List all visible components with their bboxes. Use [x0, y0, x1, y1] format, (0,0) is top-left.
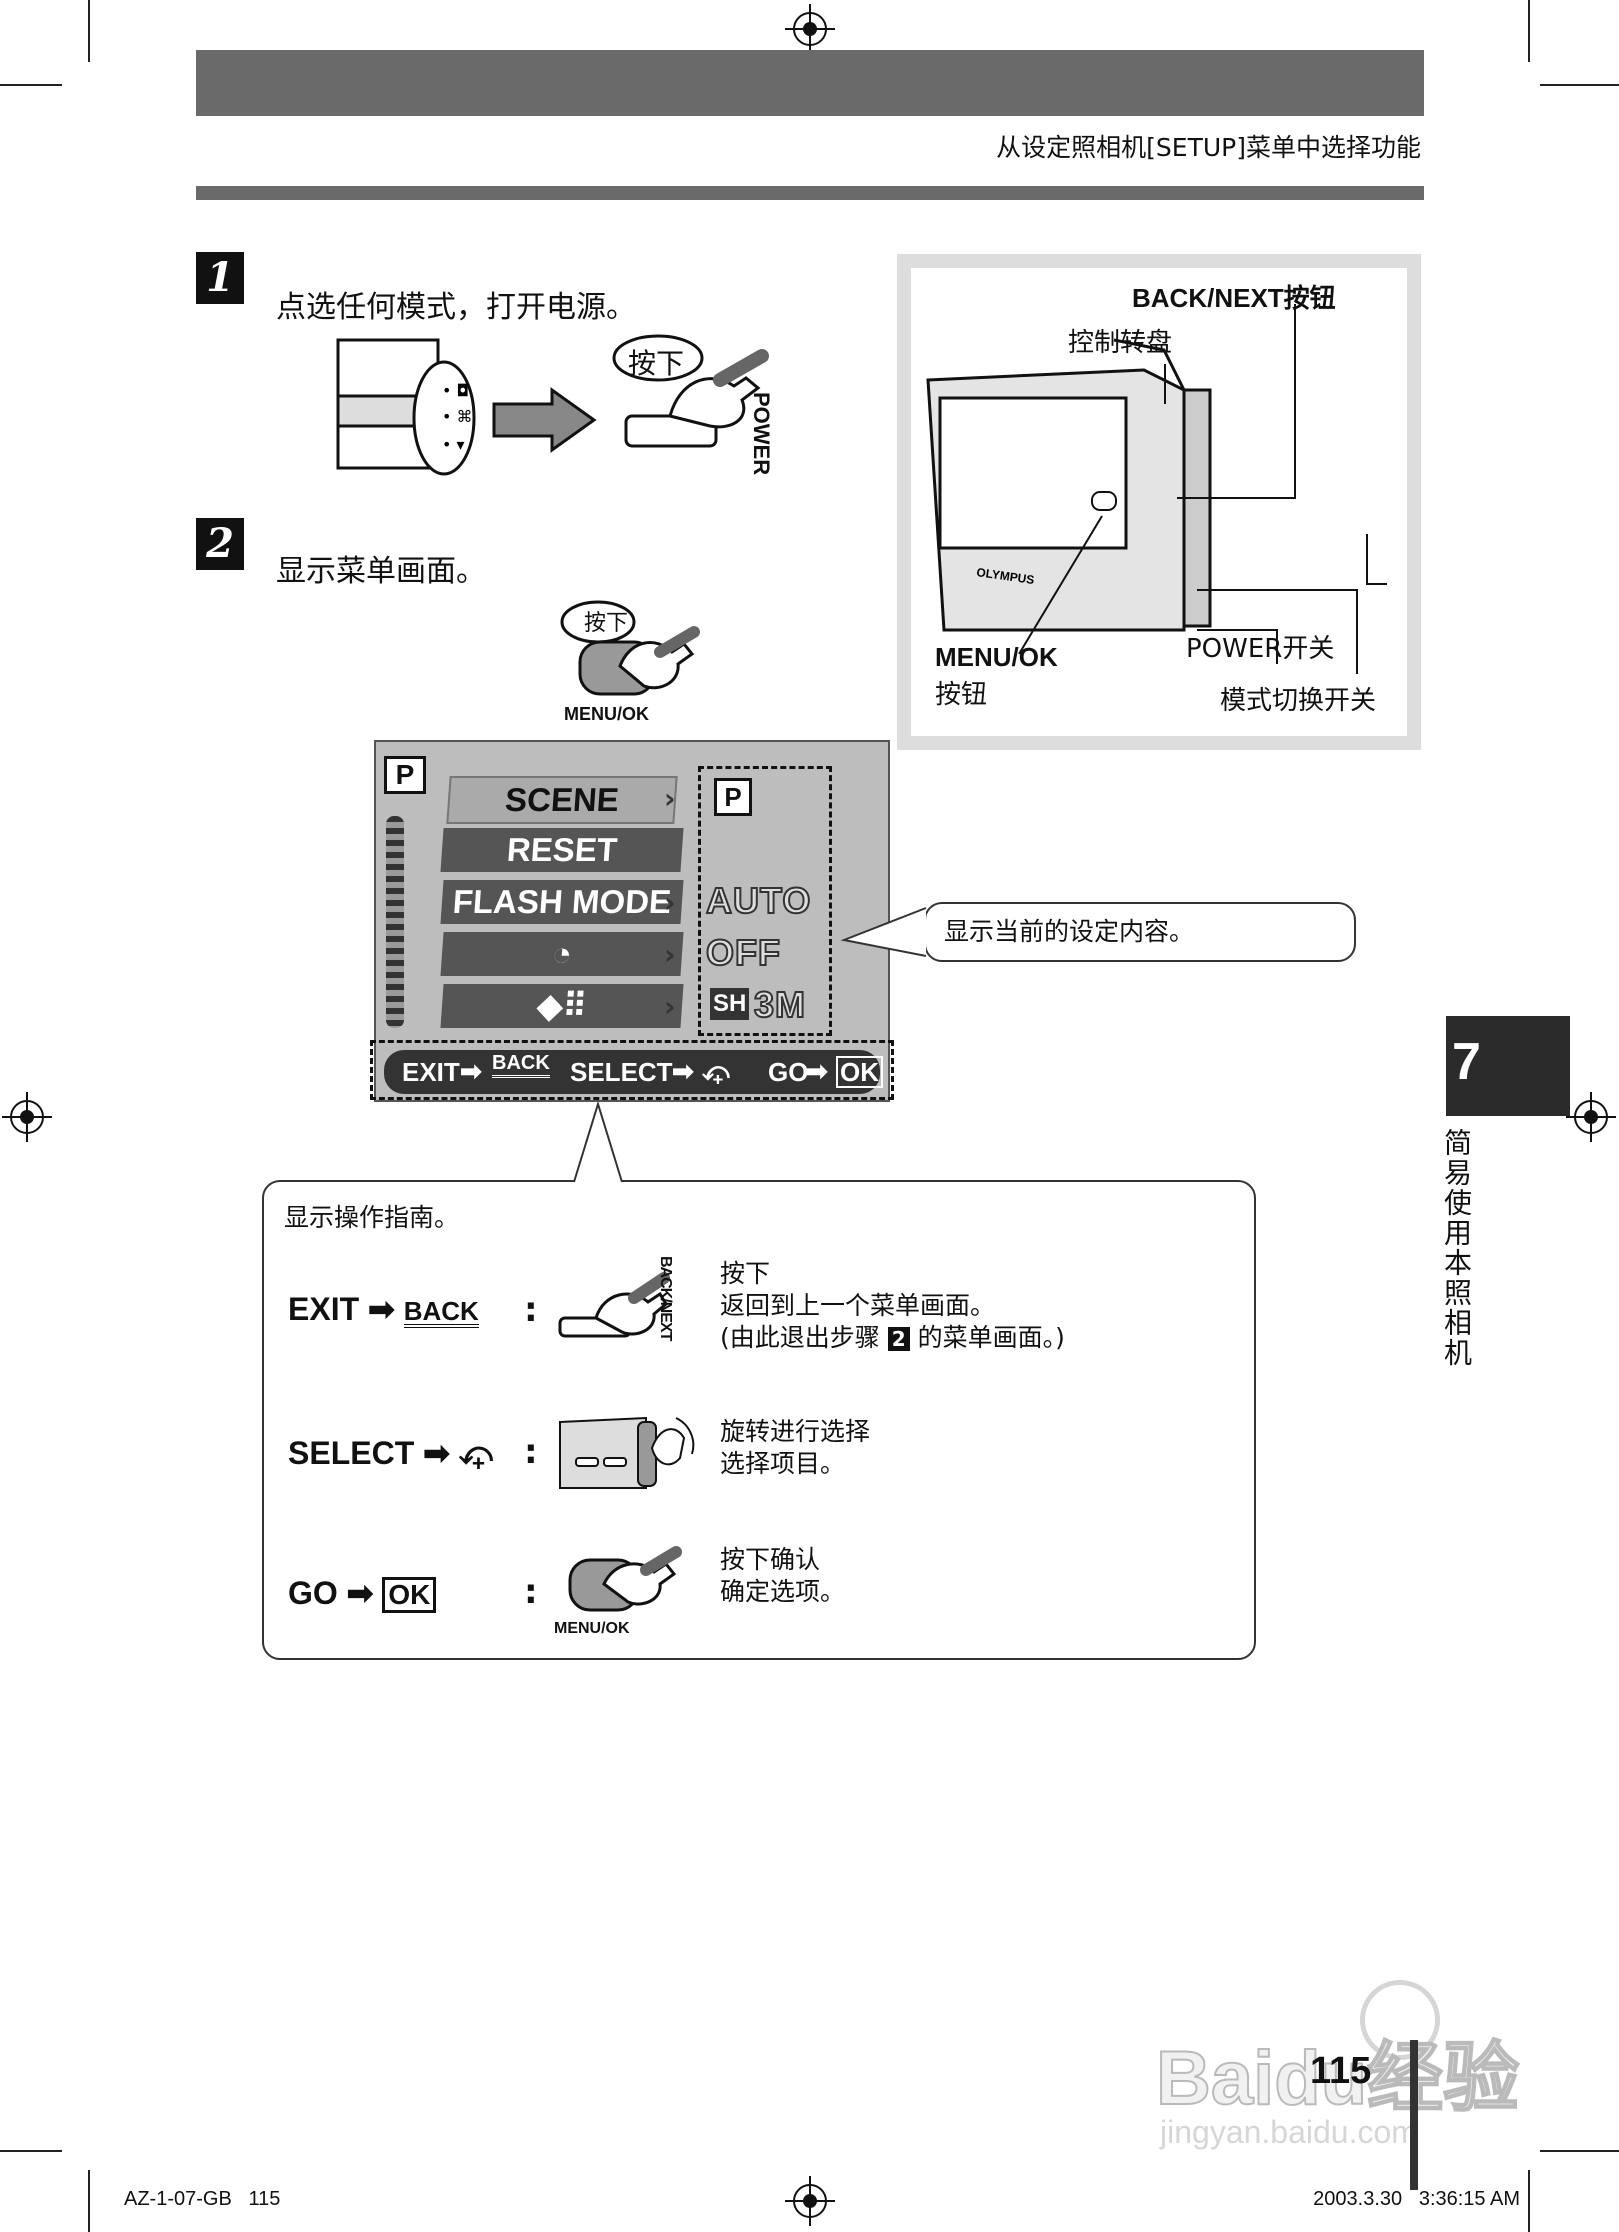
- power-switch-label: POWER开关: [1186, 634, 1335, 664]
- quality-badge: SH: [710, 988, 750, 1020]
- guide-key-exit: EXIT ➡ BACK: [288, 1291, 479, 1328]
- arrow-right-icon: ➡: [460, 1056, 482, 1086]
- guide-go-desc: 按下确认 确定选项。: [720, 1545, 846, 1606]
- chapter-number: 7: [1452, 1033, 1481, 1091]
- menu-ok-callout-sub: 按钮: [935, 680, 988, 710]
- press-label: 按下: [628, 347, 685, 380]
- colon: :: [524, 1432, 538, 1472]
- arrow-right-icon: ➡: [806, 1056, 828, 1086]
- chevron-right-icon: ›: [664, 938, 676, 971]
- quality-icon: ◆⠿: [535, 987, 589, 1024]
- footer-right: 2003.3.30 3:36:15 AM: [1313, 2188, 1520, 2210]
- guide-go: GO: [768, 1057, 809, 1087]
- guide-select: SELECT: [570, 1057, 673, 1087]
- self-timer-icon: ◔: [550, 935, 574, 972]
- flash-mode-value: AUTO: [705, 879, 812, 922]
- quality-value: 3M: [753, 983, 807, 1026]
- guide-ok: OK: [836, 1056, 883, 1088]
- guide-exit-desc: 按下 返回到上一个菜单画面。 (由此退出步骤 2 的菜单画面。): [720, 1259, 1065, 1352]
- lcd-menu-screen: P SCENE SELECT RESET FLASH MODE ◔ ◆⠿ › ›…: [370, 740, 894, 1102]
- dial-icon: ⤽: [458, 1435, 494, 1471]
- crop-mark: [1528, 0, 1530, 62]
- page-number-bar: [1410, 2040, 1418, 2190]
- svg-text:• ⌘: • ⌘: [442, 407, 473, 426]
- registration-mark-icon: [2, 1092, 52, 1142]
- menu-ok-button-illustration: [560, 600, 700, 696]
- arrow-right-icon: ➡: [359, 1291, 404, 1327]
- crop-mark: [1540, 84, 1619, 86]
- colon: :: [524, 1290, 538, 1330]
- section-title: 从设定照相机[SETUP]菜单中选择功能: [996, 133, 1421, 162]
- menu-item-scene-select[interactable]: SCENE SELECT: [446, 776, 678, 862]
- svg-text:• ▾: • ▾: [442, 435, 465, 454]
- footer-left: AZ-1-07-GB 115: [124, 2188, 281, 2210]
- crop-mark: [88, 2170, 90, 2232]
- colon: :: [524, 1572, 538, 1612]
- crop-mark: [0, 84, 62, 86]
- guide-pointer: [573, 1100, 623, 1183]
- step-text: 显示菜单画面。: [276, 554, 486, 589]
- power-label: POWER: [749, 392, 774, 476]
- chevron-right-icon: ›: [664, 782, 676, 815]
- guide-key-go: GO ➡ OK: [288, 1574, 437, 1613]
- step-number: 2: [196, 518, 244, 570]
- svg-text:• ◘: • ◘: [442, 381, 469, 400]
- guide-title: 显示操作指南。: [284, 1203, 460, 1232]
- callout-pointer: [840, 907, 927, 957]
- guide-select-desc: 旋转进行选择 选择项目。: [720, 1417, 871, 1478]
- guide-bar-outline: [370, 1040, 894, 1100]
- operation-guide-box: 显示操作指南。 EXIT ➡ BACK : BACK/NEXT 按下 返回到上一…: [262, 1180, 1256, 1660]
- crop-mark: [1540, 2150, 1619, 2152]
- menu-ok-button-icon: [568, 1546, 682, 1612]
- step-text: 点选任何模式，打开电源。: [276, 290, 636, 325]
- arrow-right-icon: ➡: [672, 1056, 694, 1086]
- power-on-illustration: • ◘ • ⌘ • ▾: [336, 334, 769, 476]
- menu-item-self-timer[interactable]: ◔: [440, 932, 684, 976]
- guide-back: BACK: [492, 1052, 550, 1078]
- leader-lines: [1018, 304, 1387, 674]
- header-bar: [196, 50, 1424, 116]
- back-next-label: BACK/NEXT: [657, 1256, 674, 1341]
- menu-item-reset[interactable]: RESET: [440, 828, 684, 872]
- arrow-right-icon: ➡: [337, 1575, 383, 1611]
- mode-switch-label: 模式切换开关: [1220, 686, 1377, 716]
- scene-value-icon: P: [714, 778, 752, 816]
- chapter-title: 简易使用本照相机: [1440, 1128, 1473, 1368]
- registration-mark-icon: [785, 4, 835, 54]
- menu-ok-label: MENU/OK: [564, 704, 649, 724]
- scrollbar[interactable]: [386, 816, 404, 1028]
- callout-text: 显示当前的设定内容。: [944, 917, 1195, 946]
- operation-guide-bar: EXIT ➡ BACK SELECT ➡ ⤽ GO ➡ OK: [384, 1050, 883, 1094]
- current-settings-box: [698, 766, 832, 1036]
- registration-mark-icon: [1566, 1092, 1616, 1142]
- chevron-right-icon: ›: [664, 990, 676, 1023]
- control-dial-label: 控制转盘: [1068, 328, 1173, 358]
- chevron-right-icon: ›: [664, 886, 676, 919]
- watermark: Baidu经验 jingyan.baidu.com: [1150, 1980, 1530, 2150]
- guide-key-select: SELECT ➡ ⤽: [288, 1435, 494, 1471]
- self-timer-value: OFF: [705, 931, 781, 974]
- back-next-label: BACK/NEXT按钮: [1132, 283, 1336, 313]
- page-number: 115: [1310, 2050, 1372, 2092]
- arrow-right-icon: ➡: [414, 1435, 459, 1471]
- header-rule: [196, 186, 1424, 200]
- menu-ok-callout-label: MENU/OK: [935, 642, 1058, 672]
- current-settings-callout: 显示当前的设定内容。: [924, 902, 1356, 962]
- control-dial-icon: [559, 1416, 695, 1489]
- step-number: 1: [196, 252, 244, 304]
- dial-icon: ⤽: [702, 1056, 730, 1086]
- press-label: 按下: [584, 611, 629, 636]
- menu-ok-label: MENU/OK: [554, 1620, 630, 1637]
- back-next-button-icon: [558, 1272, 670, 1338]
- camera-illustration: OLYMPUS: [926, 338, 1212, 632]
- menu-item-flash-mode[interactable]: FLASH MODE: [440, 880, 684, 924]
- menu-item-quality[interactable]: ◆⠿: [440, 984, 684, 1028]
- guide-exit: EXIT: [402, 1057, 460, 1087]
- registration-mark-icon: [785, 2176, 835, 2226]
- chapter-tab: 7: [1446, 1016, 1570, 1116]
- mode-icon: P: [384, 756, 426, 794]
- crop-mark: [0, 2150, 62, 2152]
- crop-mark: [1528, 2170, 1530, 2232]
- crop-mark: [88, 0, 90, 62]
